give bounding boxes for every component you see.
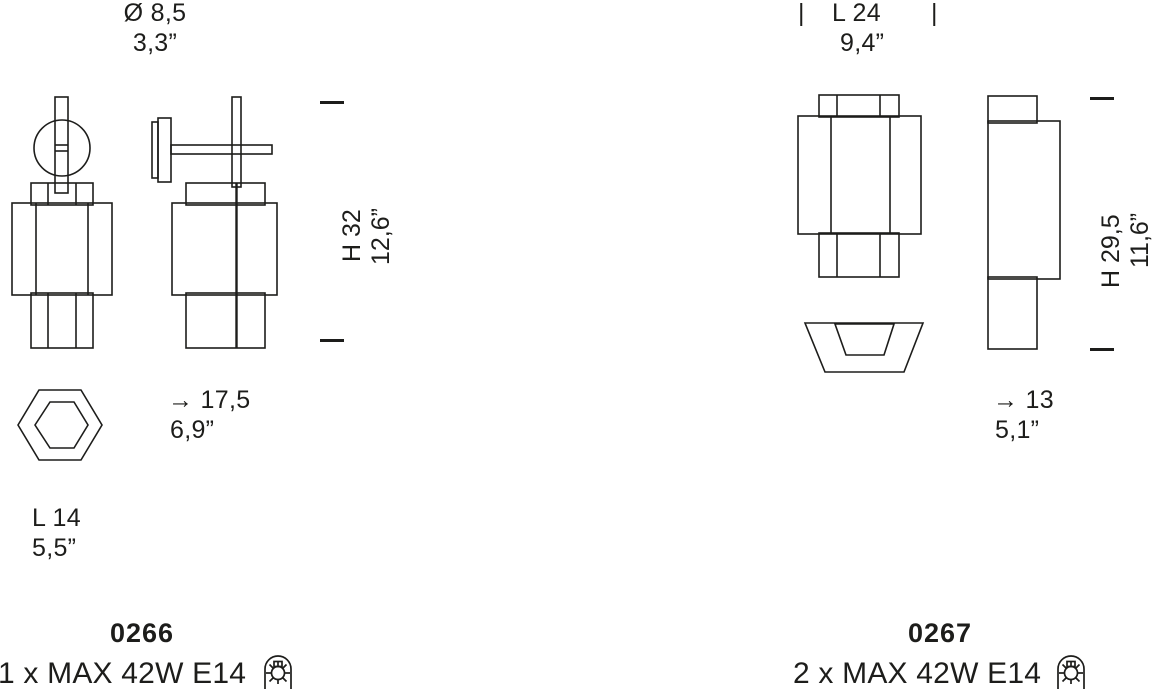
product-spec-0266: 1 x MAX 42W E14 bbox=[0, 657, 247, 690]
bottom-view-0267 bbox=[803, 322, 925, 373]
main-body-side-0266 bbox=[171, 202, 278, 296]
bulb-outline-icon bbox=[1057, 655, 1085, 689]
main-body-side-0267 bbox=[987, 120, 1061, 280]
dimension-top-metric-0266: Ø 8,5 bbox=[123, 0, 187, 27]
hexagon-inner-0266 bbox=[34, 401, 89, 449]
product-panel-0266: Ø 8,5 3,3” bbox=[0, 0, 395, 690]
dimension-depth-0267: → 13 5,1” bbox=[993, 385, 1123, 445]
dimension-top-marker-left-0267: | bbox=[798, 0, 805, 27]
dimension-depth-imperial-0266: 6,9” bbox=[170, 416, 215, 444]
dimension-top-imperial-0267: 9,4” bbox=[840, 29, 885, 57]
lower-band-0266 bbox=[30, 292, 94, 349]
stem-bar-side-0266 bbox=[231, 96, 242, 188]
dimension-length-imperial-0266: 5,5” bbox=[32, 534, 77, 562]
dimension-top-imperial-0266: 3,3” bbox=[132, 29, 178, 57]
side-view-0267 bbox=[987, 95, 1061, 350]
front-view-0267 bbox=[797, 94, 922, 278]
product-spec-0267: 2 x MAX 42W E14 bbox=[793, 657, 1042, 690]
bulb-center-icon bbox=[1063, 665, 1079, 681]
side-view-0266 bbox=[151, 96, 278, 349]
dimension-top-metric-0267: L 24 bbox=[832, 0, 881, 27]
dimension-depth-metric-0267: → 13 bbox=[993, 386, 1054, 414]
trapezoid-inner-0267 bbox=[833, 323, 896, 356]
dimension-depth-0266: → 17,5 6,9” bbox=[168, 385, 298, 445]
wall-bracket-0266 bbox=[157, 117, 172, 183]
upper-band-side-0266 bbox=[185, 182, 266, 206]
dimension-height-imperial-0267: 11,6” bbox=[1126, 212, 1154, 268]
product-code-0266: 0266 bbox=[110, 618, 175, 648]
product-panel-0267: | L 24 | 9,4” bbox=[585, 0, 1170, 698]
dimension-length-metric-0266: L 14 bbox=[32, 504, 81, 532]
height-tick-top-0267 bbox=[1090, 97, 1114, 100]
height-tick-top-0266 bbox=[320, 101, 344, 104]
hexagon-section-0266 bbox=[17, 389, 103, 461]
lower-band-side-0266 bbox=[185, 292, 266, 349]
lamp-bulb-icon bbox=[262, 652, 294, 690]
dimension-height-imperial-0266: 12,6” bbox=[367, 208, 395, 265]
lower-band-side-0267 bbox=[987, 276, 1038, 350]
upper-band-0266 bbox=[30, 182, 94, 206]
upper-band-0267 bbox=[818, 94, 900, 118]
bulb-outline-icon bbox=[264, 655, 292, 689]
dimension-height-metric-0267: H 29,5 bbox=[1097, 214, 1125, 288]
wall-plate-0266 bbox=[151, 121, 159, 179]
support-arm-0266 bbox=[170, 144, 273, 155]
hexagon-outer-0266 bbox=[17, 389, 103, 461]
dimension-top-marker-right-0267: | bbox=[931, 0, 938, 27]
dimension-depth-imperial-0267: 5,1” bbox=[995, 416, 1040, 444]
height-tick-bottom-0266 bbox=[320, 339, 344, 342]
dimension-height-metric-0266: H 32 bbox=[338, 209, 366, 262]
canopy-circle-0266 bbox=[33, 119, 91, 177]
main-body-0266 bbox=[11, 202, 113, 296]
upper-band-side-0267 bbox=[987, 95, 1038, 124]
lower-band-0267 bbox=[818, 232, 900, 278]
lamp-bulb-icon bbox=[1055, 652, 1087, 690]
trapezoid-outer-0267 bbox=[803, 322, 925, 373]
bulb-center-icon bbox=[270, 665, 286, 681]
dimension-depth-metric-0266: → 17,5 bbox=[168, 386, 251, 414]
main-body-0267 bbox=[797, 115, 922, 235]
front-view-0266 bbox=[11, 96, 113, 349]
product-code-0267: 0267 bbox=[908, 618, 973, 648]
dimension-top-0266: Ø 8,5 3,3” bbox=[60, 0, 250, 58]
height-tick-bottom-0267 bbox=[1090, 348, 1114, 351]
dimension-length-0266: L 14 5,5” bbox=[32, 503, 142, 563]
